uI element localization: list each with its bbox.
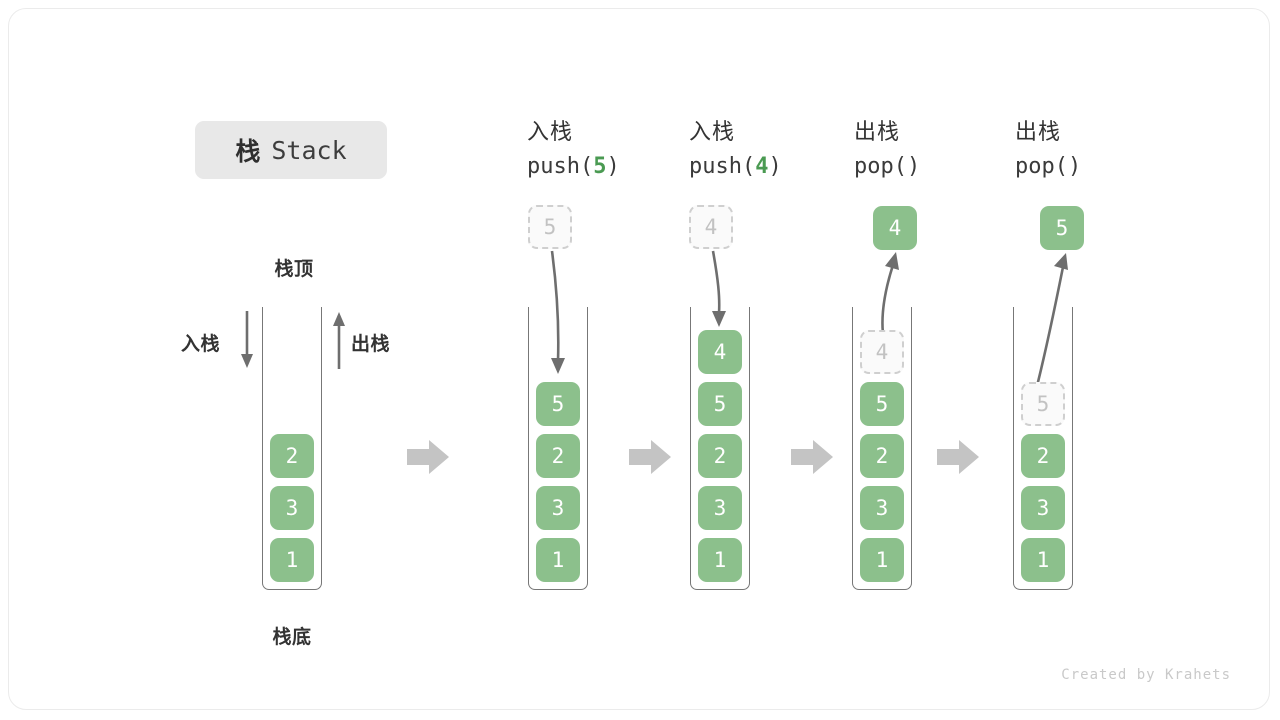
column-op-label: 入栈 (689, 119, 736, 144)
footer-credit: Created by Krahets (1061, 667, 1231, 683)
step-arrow-icon (407, 440, 449, 474)
diagram-canvas: 栈 Stack 栈顶 入栈 出栈 2 3 1 栈底 入栈 push(5) 5 5… (8, 8, 1270, 710)
stack-cell: 3 (698, 486, 742, 530)
column-op-signature: push(4) (619, 154, 819, 179)
op-paren-close: ) (1067, 154, 1082, 179)
stack-cell: 1 (1021, 538, 1065, 582)
floating-cell-push-4: 4 (689, 205, 733, 249)
floating-cell-push-5: 5 (528, 205, 572, 249)
step-arrow-icon (937, 440, 979, 474)
ghost-cell: 5 (1021, 382, 1065, 426)
op-name: push( (527, 154, 594, 179)
stack-bottom-label: 栈底 (272, 627, 312, 648)
op-paren-close: ) (768, 154, 782, 179)
popped-cell-pop-1: 4 (873, 206, 917, 250)
column-op-signature: pop() (784, 154, 984, 179)
stack-container-push-4: 4 5 2 3 1 (690, 307, 750, 590)
stack-cell: 1 (270, 538, 314, 582)
column-header-pop-2: 出栈 pop() (945, 114, 1145, 179)
title-badge: 栈 Stack (195, 121, 387, 179)
pop-direction-arrow-icon (333, 312, 345, 369)
step-arrow-icon (791, 440, 833, 474)
op-argument: 4 (755, 154, 769, 179)
column-op-signature: pop() (945, 154, 1145, 179)
step-arrow-icon (629, 440, 671, 474)
stack-cell: 5 (698, 382, 742, 426)
column-header-push-5: 入栈 push(5) (457, 114, 657, 179)
stack-cell: 1 (860, 538, 904, 582)
stack-cell: 2 (270, 434, 314, 478)
stack-cell: 2 (1021, 434, 1065, 478)
stack-cell: 5 (860, 382, 904, 426)
stack-cell: 3 (536, 486, 580, 530)
stack-cell: 2 (860, 434, 904, 478)
stack-cell: 3 (860, 486, 904, 530)
push-motion-arrow-icon (550, 250, 565, 374)
column-header-push-4: 入栈 push(4) (619, 114, 819, 179)
ghost-cell: 4 (860, 330, 904, 374)
op-name: pop( (1015, 154, 1068, 179)
stack-cell: 1 (698, 538, 742, 582)
stack-top-label: 栈顶 (274, 259, 314, 280)
op-name: pop( (854, 154, 907, 179)
push-direction-label: 入栈 (181, 334, 221, 355)
op-paren-close: ) (906, 154, 921, 179)
op-paren-close: ) (606, 154, 620, 179)
title-cn: 栈 (235, 138, 262, 166)
stack-cell: 5 (536, 382, 580, 426)
column-op-label: 入栈 (527, 119, 574, 144)
op-argument: 5 (593, 154, 607, 179)
stack-container-pop-1: 4 5 2 3 1 (852, 307, 912, 590)
stack-cell: 1 (536, 538, 580, 582)
column-op-signature: push(5) (457, 154, 657, 179)
stack-container-push-5: 5 2 3 1 (528, 307, 588, 590)
column-op-label: 出栈 (1015, 119, 1062, 144)
pop-direction-label: 出栈 (351, 334, 391, 355)
push-direction-arrow-icon (241, 311, 253, 368)
push-motion-arrow-icon (711, 250, 726, 327)
popped-cell-pop-2: 5 (1040, 206, 1084, 250)
stack-cell: 2 (698, 434, 742, 478)
column-op-label: 出栈 (854, 119, 901, 144)
stack-container-initial: 2 3 1 (262, 307, 322, 590)
column-header-pop-1: 出栈 pop() (784, 114, 984, 179)
stack-cell: 2 (536, 434, 580, 478)
stack-cell: 3 (270, 486, 314, 530)
stack-cell: 3 (1021, 486, 1065, 530)
pop-motion-arrow-icon (1033, 253, 1068, 395)
title-en: Stack (271, 135, 347, 165)
stack-cell: 4 (698, 330, 742, 374)
stack-container-pop-2: 5 2 3 1 (1013, 307, 1073, 590)
op-name: push( (689, 154, 756, 179)
